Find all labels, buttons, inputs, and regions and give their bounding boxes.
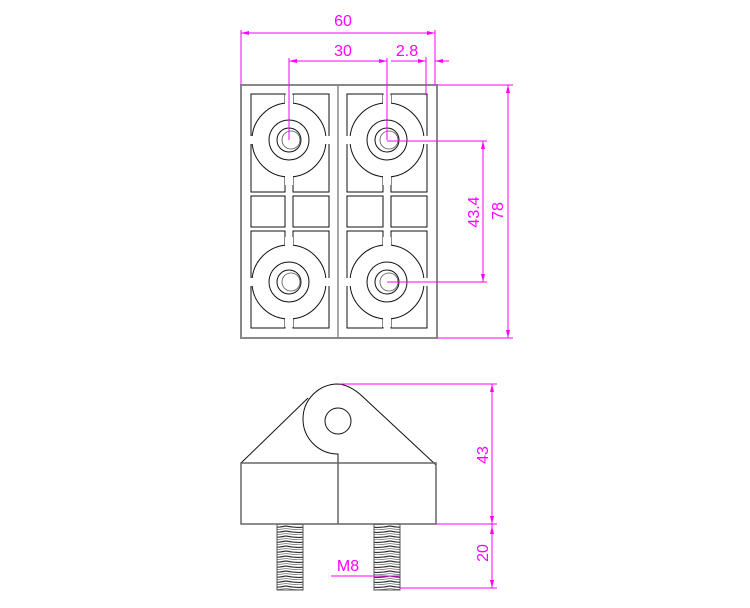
pocket: [292, 195, 330, 228]
dim-label-2-8: 2.8: [396, 43, 418, 60]
hinge-lug: [302, 383, 437, 466]
base-block-left: [240, 462, 339, 525]
dim-label-78: 78: [490, 202, 507, 220]
pocket: [390, 195, 428, 228]
top-view-dimensions: 60 30 2.8 78 43.4: [240, 13, 513, 339]
side-view-dimensions: 43 20 M8: [331, 383, 497, 589]
pocket-grid: [250, 93, 428, 329]
base-block-right: [338, 462, 437, 525]
dim-label-43: 43: [475, 446, 492, 464]
dim-label-60: 60: [334, 13, 352, 30]
bolt-thread-circle: [379, 130, 399, 150]
slope-left: [240, 397, 309, 464]
dim-label-m8: M8: [337, 558, 359, 575]
bolt-thread-circle: [281, 272, 301, 292]
bolt-right: [373, 523, 401, 591]
pocket: [346, 195, 384, 228]
dim-label-30: 30: [334, 43, 352, 60]
side-view: [240, 383, 437, 591]
dim-label-43-4: 43.4: [466, 196, 483, 227]
bolt-hole-icon: [276, 269, 302, 295]
dim-label-20: 20: [475, 544, 492, 562]
washer-ring: [268, 261, 310, 303]
top-view: [240, 84, 438, 339]
pocket: [250, 195, 286, 228]
pivot-hole: [324, 407, 352, 435]
bolt-left: [276, 523, 304, 591]
bolt-thread-circle: [281, 130, 301, 150]
